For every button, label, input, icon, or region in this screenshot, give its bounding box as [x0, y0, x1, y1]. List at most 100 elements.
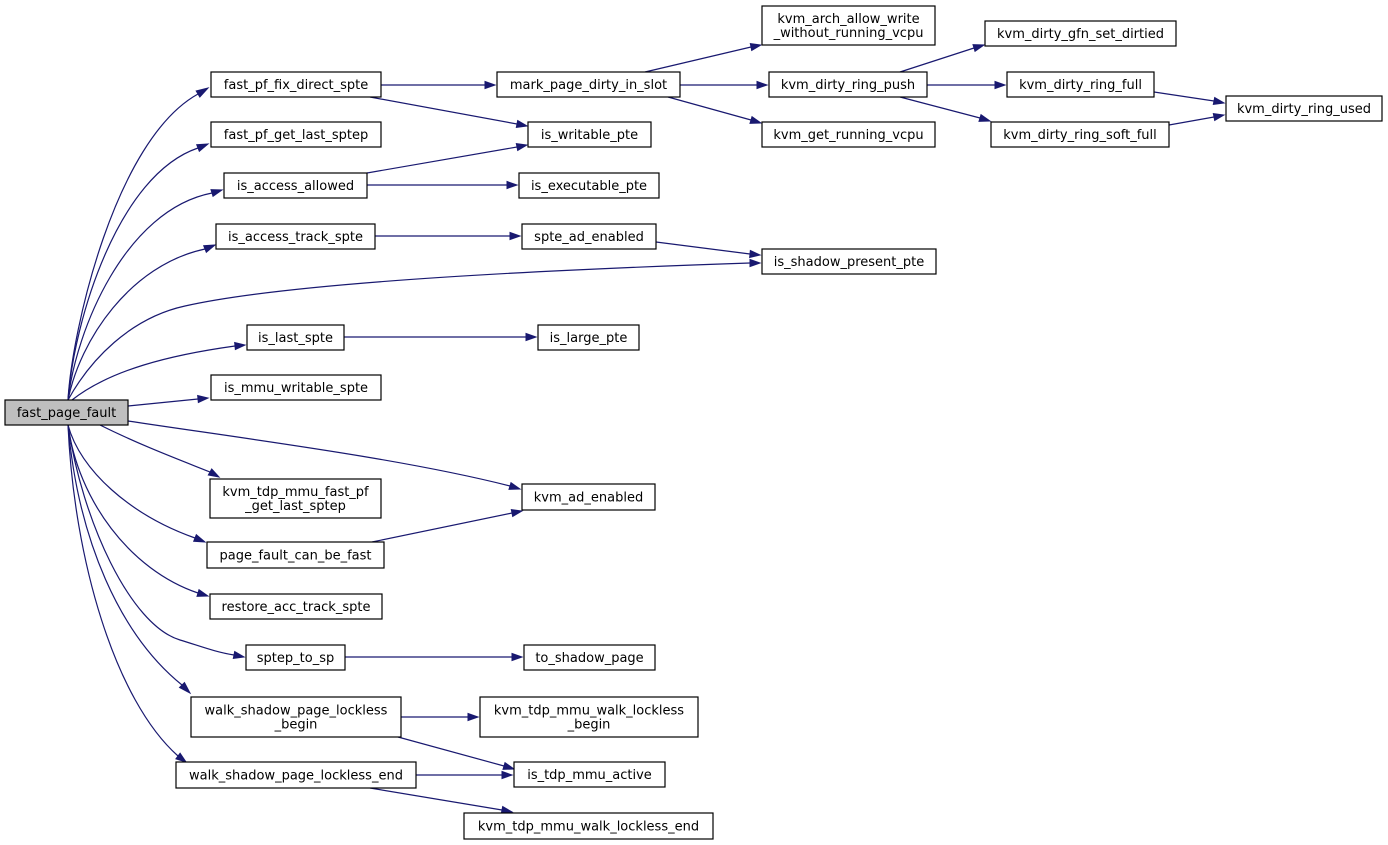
node-box[interactable]	[210, 374, 382, 401]
node-mark_page_dirty_in_slot[interactable]: mark_page_dirty_in_slot	[496, 71, 681, 98]
node-is_access_track_spte[interactable]: is_access_track_spte	[215, 223, 376, 250]
edge-line	[369, 96, 518, 125]
node-walk_shadow_page_lockless_end[interactable]: walk_shadow_page_lockless_end	[175, 761, 417, 789]
node-box[interactable]	[518, 172, 660, 199]
node-spte_ad_enabled[interactable]: spte_ad_enabled	[521, 223, 657, 250]
node-box[interactable]	[245, 644, 346, 671]
node-box[interactable]	[523, 644, 656, 671]
node-box[interactable]	[1006, 71, 1155, 98]
node-box[interactable]	[1225, 95, 1383, 122]
edge-fast_page_fault-to-walk_shadow_page_lockless_begin	[67, 424, 192, 695]
edge-walk_shadow_page_lockless_begin-to-is_tdp_mmu_active	[397, 736, 516, 770]
node-is_large_pte[interactable]: is_large_pte	[537, 324, 640, 351]
node-box[interactable]	[761, 5, 936, 46]
node-restore_acc_track_spte[interactable]: restore_acc_track_spte	[209, 593, 383, 620]
node-label: kvm_dirty_ring_soft_full	[1003, 128, 1157, 143]
node-kvm_dirty_ring_soft_full[interactable]: kvm_dirty_ring_soft_full	[990, 121, 1170, 148]
node-label: is_executable_pte	[531, 179, 647, 194]
node-box[interactable]	[527, 121, 652, 148]
arrow-head-icon	[749, 258, 762, 268]
node-box[interactable]	[513, 761, 666, 788]
node-kvm_dirty_gfn_set_dirtied[interactable]: kvm_dirty_gfn_set_dirtied	[984, 20, 1177, 47]
node-kvm_dirty_ring_full[interactable]: kvm_dirty_ring_full	[1006, 71, 1155, 98]
node-label: sptep_to_sp	[257, 651, 334, 666]
node-is_tdp_mmu_active[interactable]: is_tdp_mmu_active	[513, 761, 666, 788]
node-fast_page_fault[interactable]: fast_page_fault	[4, 399, 129, 426]
node-is_executable_pte[interactable]: is_executable_pte	[518, 172, 660, 199]
node-box[interactable]	[463, 812, 714, 840]
arrow-head-icon	[525, 332, 538, 342]
node-box[interactable]	[984, 20, 1177, 47]
node-is_writable_pte[interactable]: is_writable_pte	[527, 121, 652, 148]
node-box[interactable]	[223, 172, 368, 199]
node-box[interactable]	[175, 761, 417, 789]
node-box[interactable]	[209, 593, 383, 620]
node-label: kvm_dirty_ring_full	[1019, 78, 1142, 93]
node-kvm_tdp_mmu_walk_lockless_begin[interactable]: kvm_tdp_mmu_walk_lockless_begin	[479, 696, 699, 738]
edge-line	[127, 420, 511, 487]
node-to_shadow_page[interactable]: to_shadow_page	[523, 644, 656, 671]
node-box[interactable]	[246, 324, 345, 351]
node-box[interactable]	[537, 324, 640, 351]
node-box[interactable]	[206, 541, 385, 569]
edge-line	[67, 424, 235, 656]
node-walk_shadow_page_lockless_begin[interactable]: walk_shadow_page_lockless_begin	[190, 696, 402, 738]
arrow-head-icon	[511, 652, 524, 662]
node-kvm_dirty_ring_push[interactable]: kvm_dirty_ring_push	[768, 71, 928, 98]
node-label: is_mmu_writable_spte	[224, 381, 368, 396]
node-kvm_ad_enabled[interactable]: kvm_ad_enabled	[521, 483, 656, 511]
arrow-head-icon	[972, 44, 986, 53]
node-kvm_get_running_vcpu[interactable]: kvm_get_running_vcpu	[761, 121, 936, 148]
node-box[interactable]	[209, 478, 382, 519]
arrow-head-icon	[515, 142, 529, 152]
node-kvm_tdp_mmu_fast_pf_get_last_sptep[interactable]: kvm_tdp_mmu_fast_pf_get_last_sptep	[209, 478, 382, 519]
node-kvm_tdp_mmu_walk_lockless_end[interactable]: kvm_tdp_mmu_walk_lockless_end	[463, 812, 714, 840]
node-box[interactable]	[761, 248, 937, 275]
node-box[interactable]	[761, 121, 936, 148]
node-label: kvm_tdp_mmu_fast_pf	[222, 485, 369, 500]
node-is_last_spte[interactable]: is_last_spte	[246, 324, 345, 351]
node-box[interactable]	[210, 71, 382, 98]
edge-line	[644, 46, 752, 73]
node-fast_pf_get_last_sptep[interactable]: fast_pf_get_last_sptep	[210, 121, 382, 148]
arrow-head-icon	[207, 468, 221, 478]
arrow-head-icon	[467, 712, 480, 722]
node-kvm_dirty_ring_used[interactable]: kvm_dirty_ring_used	[1225, 95, 1383, 122]
node-label: is_access_track_spte	[228, 230, 363, 245]
node-label: kvm_get_running_vcpu	[773, 128, 923, 143]
node-box[interactable]	[4, 399, 129, 426]
edge-kvm_dirty_ring_push-to-kvm_dirty_ring_soft_full	[899, 96, 992, 122]
node-page_fault_can_be_fast[interactable]: page_fault_can_be_fast	[206, 541, 385, 569]
edge-is_access_allowed-to-is_writable_pte	[366, 142, 529, 174]
node-box[interactable]	[210, 121, 382, 148]
node-box[interactable]	[215, 223, 376, 250]
node-fast_pf_fix_direct_spte[interactable]: fast_pf_fix_direct_spte	[210, 71, 382, 98]
node-box[interactable]	[479, 696, 699, 738]
node-box[interactable]	[521, 483, 656, 511]
node-is_mmu_writable_spte[interactable]: is_mmu_writable_spte	[210, 374, 382, 401]
edge-line	[99, 424, 211, 473]
node-is_access_allowed[interactable]: is_access_allowed	[223, 172, 368, 199]
edge-line	[899, 96, 981, 119]
node-sptep_to_sp[interactable]: sptep_to_sp	[245, 644, 346, 671]
nodes-layer: fast_page_fault fast_pf_fix_direct_sptefa…	[4, 5, 1383, 840]
node-label: _get_last_sptep	[244, 499, 346, 514]
node-label: kvm_dirty_gfn_set_dirtied	[997, 27, 1164, 42]
edge-kvm_dirty_ring_full-to-kvm_dirty_ring_used	[1153, 91, 1226, 106]
node-box[interactable]	[521, 223, 657, 250]
edge-line	[127, 398, 199, 407]
node-box[interactable]	[990, 121, 1170, 148]
node-box[interactable]	[496, 71, 681, 98]
node-kvm_arch_allow_write_without_running_vcpu[interactable]: kvm_arch_allow_write_without_running_vcp…	[761, 5, 936, 46]
edge-is_last_spte-to-is_large_pte	[344, 332, 538, 342]
node-label: to_shadow_page	[535, 651, 643, 666]
node-box[interactable]	[768, 71, 928, 98]
arrow-head-icon	[1212, 96, 1226, 106]
edge-line	[899, 47, 975, 73]
arrow-head-icon	[510, 508, 524, 518]
node-label: is_shadow_present_pte	[774, 255, 924, 270]
node-box[interactable]	[190, 696, 402, 738]
edge-fast_page_fault-to-page_fault_can_be_fast	[67, 424, 207, 543]
node-is_shadow_present_pte[interactable]: is_shadow_present_pte	[761, 248, 937, 275]
arrow-head-icon	[749, 249, 762, 259]
